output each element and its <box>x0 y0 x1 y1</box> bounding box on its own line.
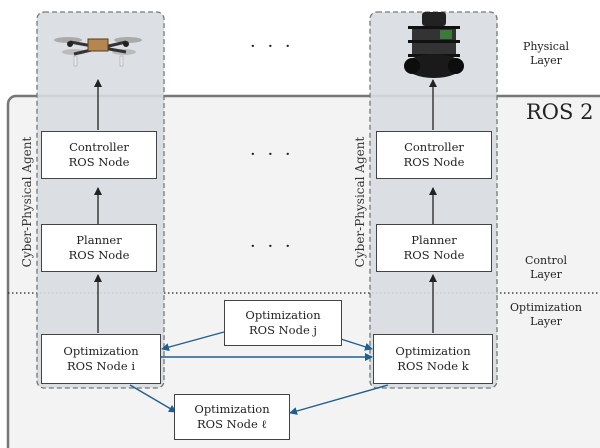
layer-label-physical: Physical Layer <box>506 40 586 68</box>
optimization-node-l-line2: ROS Node ℓ <box>197 417 267 431</box>
ellipsis-planner: · · · <box>250 236 294 257</box>
layer-label-optimization-line1: Optimization <box>510 301 582 314</box>
planner-node-left-line1: Planner <box>76 233 122 247</box>
planner-node-right-line2: ROS Node <box>403 248 465 262</box>
optimization-node-k: Optimization ROS Node k <box>373 334 493 384</box>
planner-node-right: Planner ROS Node <box>376 224 492 272</box>
layer-label-physical-line2: Layer <box>530 54 562 67</box>
ellipsis-controller: · · · <box>250 144 294 165</box>
planner-node-left-line2: ROS Node <box>68 248 130 262</box>
optimization-node-j-line2: ROS Node j <box>249 323 317 337</box>
arrow-i-to-l <box>129 384 177 413</box>
controller-node-right-line2: ROS Node <box>403 155 465 169</box>
quadcopter-drone-icon <box>54 37 142 67</box>
optimization-node-j: Optimization ROS Node j <box>224 300 342 346</box>
controller-node-left: Controller ROS Node <box>41 131 157 179</box>
controller-node-left-line2: ROS Node <box>68 155 130 169</box>
agent-label-left: Cyber-Physical Agent <box>20 136 34 268</box>
layer-label-control: Control Layer <box>506 254 586 282</box>
controller-node-left-line1: Controller <box>69 140 129 154</box>
optimization-node-l-line1: Optimization <box>194 402 270 416</box>
optimization-node-i-line2: ROS Node i <box>66 359 136 373</box>
layer-label-control-line1: Control <box>525 254 567 267</box>
ground-robot-icon <box>404 12 464 78</box>
optimization-node-i: Optimization ROS Node i <box>41 334 161 384</box>
planner-node-right-line1: Planner <box>411 233 457 247</box>
optimization-node-k-line1: Optimization <box>395 344 471 358</box>
layer-label-optimization-line2: Layer <box>530 315 562 328</box>
controller-node-right-line1: Controller <box>404 140 464 154</box>
optimization-node-l: Optimization ROS Node ℓ <box>174 394 290 440</box>
agent-column-left <box>36 11 165 389</box>
ellipsis-physical: · · · <box>250 36 294 57</box>
optimization-node-k-line2: ROS Node k <box>397 359 469 373</box>
optimization-node-j-line1: Optimization <box>245 308 321 322</box>
layer-label-control-line2: Layer <box>530 268 562 281</box>
agent-label-right: Cyber-Physical Agent <box>353 136 367 268</box>
optimization-node-i-line1: Optimization <box>63 344 139 358</box>
arrow-k-to-l <box>289 384 389 415</box>
layer-label-optimization: Optimization Layer <box>494 301 598 329</box>
planner-node-left: Planner ROS Node <box>41 224 157 272</box>
controller-node-right: Controller ROS Node <box>376 131 492 179</box>
arrow-j-to-i <box>161 331 225 352</box>
ros2-label: ROS 2 <box>526 100 594 124</box>
layer-label-physical-line1: Physical <box>522 40 570 53</box>
